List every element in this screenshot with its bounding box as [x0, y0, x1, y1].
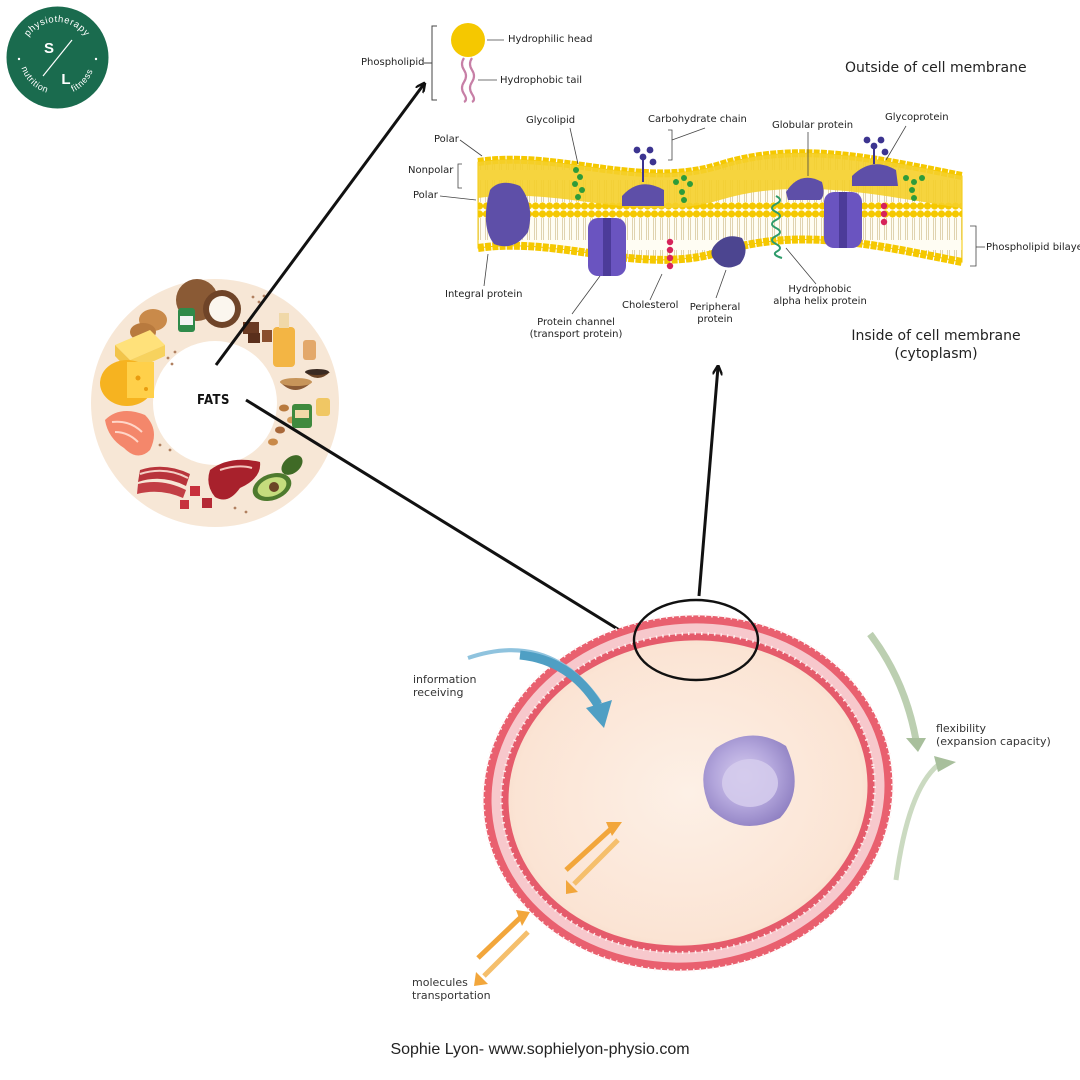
peripheral-protein-shape: [711, 236, 746, 268]
bacon-icon: [137, 466, 190, 498]
supplement-jar-icon: [178, 308, 195, 332]
hydrophilic-head-icon: [451, 23, 485, 57]
flexibility-line2: (expansion capacity): [936, 735, 1051, 748]
fats-food-ring: [91, 279, 339, 527]
glycoprotein-shape: [852, 136, 898, 186]
nut-mix-icon: [268, 398, 330, 446]
flexibility-line1: flexibility: [936, 722, 987, 735]
logo-initial-s: S: [44, 40, 54, 57]
molecule-transport-arrows: [474, 822, 622, 986]
hydrophobic-alpha-line1: Hydrophobic: [788, 284, 852, 295]
globular-protein-label: Globular protein: [772, 120, 854, 131]
information-line2: receiving: [413, 686, 464, 699]
molecules-line2: transportation: [412, 989, 491, 1002]
hydrophobic-tail-label: Hydrophobic tail: [500, 75, 583, 86]
cell-diagram: [467, 598, 956, 986]
protein-channel-line1: Protein channel: [537, 317, 615, 328]
molecules-line1: molecules: [412, 976, 468, 989]
integral-protein-label: Integral protein: [445, 289, 523, 300]
inside-membrane-line1: Inside of cell membrane: [851, 328, 1021, 344]
peripheral-protein-label: Peripheral protein: [680, 302, 750, 326]
arrow-fats-to-phospholipid: [214, 84, 424, 366]
globular-protein-shape: [786, 177, 824, 200]
integral-protein-shape: [485, 182, 531, 247]
peripheral-protein-line1: Peripheral: [689, 302, 741, 313]
salmon-icon: [105, 411, 154, 456]
cholesterol-right-shape: [880, 202, 888, 226]
phospholipid-title: Phospholipid: [361, 57, 425, 68]
food-ring-center: [153, 341, 277, 465]
seeds-bowl-icon: [280, 369, 330, 390]
avocado-icon: [252, 455, 303, 502]
inside-membrane-label: Inside of cell membrane (cytoplasm): [846, 327, 1026, 363]
polar-top-label: Polar: [434, 134, 459, 145]
protein-channel-line2: (transport protein): [529, 329, 623, 340]
integral-channel-right-shape: [824, 192, 862, 248]
outside-membrane-label: Outside of cell membrane: [845, 60, 1027, 76]
glycoprotein-green-shape: [903, 175, 925, 201]
fats-label: FATS: [197, 393, 230, 408]
footer-credit: Sophie Lyon- www.sophielyon-physio.com: [390, 1041, 690, 1058]
information-receiving-label: information receiving: [413, 673, 477, 699]
nonpolar-label: Nonpolar: [408, 165, 454, 176]
phospholipid-bilayer-label: Phospholipid bilayer: [986, 242, 1080, 253]
flexibility-label: flexibility (expansion capacity): [936, 722, 1051, 748]
carbohydrate-green-shape: [673, 175, 693, 203]
olive-oil-bottle-icon: [262, 313, 295, 367]
seeds-scatter-icon: [158, 294, 266, 514]
arrow-cell-to-membrane: [697, 367, 718, 597]
glycoprotein-label: Glycoprotein: [885, 112, 949, 123]
meat-cubes-icon: [180, 486, 212, 509]
protein-channel-shape: [588, 218, 626, 276]
small-bottle-icon: [303, 340, 316, 360]
cholesterol-label: Cholesterol: [622, 300, 679, 311]
carbohydrate-chain-label: Carbohydrate chain: [648, 114, 747, 125]
arrow-fats-to-cell: [245, 398, 629, 636]
polar-bottom-label: Polar: [413, 190, 438, 201]
information-line1: information: [413, 673, 477, 686]
inside-membrane-line2: (cytoplasm): [894, 346, 978, 362]
logo-badge: physiotherapy nutrition fitness S L: [6, 6, 109, 109]
cholesterol-shape: [666, 238, 674, 270]
membrane-bilayer-diagram: [439, 125, 985, 315]
flexibility-arrow: [867, 631, 920, 741]
steak-icon: [208, 459, 261, 500]
protein-channel-label: Protein channel (transport protein): [526, 317, 626, 341]
phospholipid-legend: [424, 23, 504, 103]
membrane-highlight-circle: [632, 598, 760, 682]
brand-logo: physiotherapy nutrition fitness S L: [6, 6, 109, 109]
molecules-transportation-label: molecules transportation: [412, 976, 491, 1002]
glycolipid-label: Glycolipid: [526, 115, 576, 126]
cheese-icon: [100, 360, 154, 406]
carbohydrate-protein-shape: [622, 146, 664, 206]
peripheral-protein-line2: protein: [697, 314, 733, 325]
hydrophobic-alpha-line2: alpha helix protein: [773, 296, 867, 307]
hydrophobic-alpha-label: Hydrophobic alpha helix protein: [770, 284, 870, 308]
hydrophilic-head-label: Hydrophilic head: [508, 34, 593, 45]
hydrophobic-tail-icon: [460, 57, 468, 103]
logo-initial-l: L: [61, 71, 70, 88]
glycolipid-shape: [572, 167, 585, 200]
alpha-helix-shape: [771, 195, 783, 259]
